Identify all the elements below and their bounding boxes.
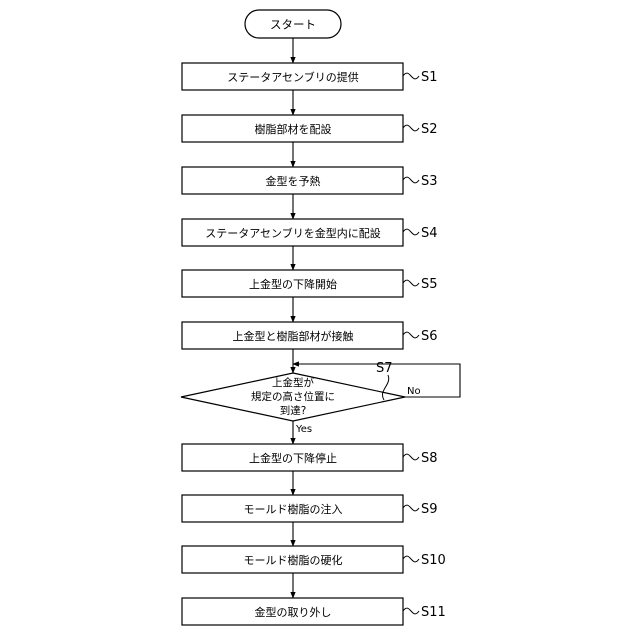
step-s3-leader: [403, 177, 419, 183]
step-s5: 上金型の下降開始 S5: [182, 270, 438, 297]
step-s9: モールド樹脂の注入 S9: [182, 495, 438, 522]
step-s3-label: 金型を予熱: [266, 174, 321, 188]
decision-line-3: 到達?: [280, 405, 307, 417]
step-s5-id: S5: [421, 277, 438, 292]
step-s2-leader: [403, 125, 419, 131]
step-s6: 上金型と樹脂部材が接触 S6: [182, 322, 438, 349]
step-s1-label: ステータアセンブリの提供: [227, 70, 358, 84]
step-s11: 金型の取り外し S11: [182, 598, 446, 625]
step-s2: 樹脂部材を配設 S2: [182, 115, 438, 142]
step-s11-label: 金型の取り外し: [255, 605, 332, 619]
step-s10-label: モールド樹脂の硬化: [244, 553, 343, 567]
step-s6-id: S6: [421, 329, 438, 344]
step-s4-leader: [403, 229, 419, 235]
step-s3-id: S3: [421, 174, 438, 189]
start-label: スタート: [270, 18, 316, 32]
step-s10-leader: [403, 556, 419, 562]
step-s5-leader: [403, 280, 419, 286]
decision-no-label: No: [407, 386, 421, 397]
step-s11-id: S11: [421, 605, 446, 620]
step-s4-id: S4: [421, 226, 438, 241]
decision-line-2: 規定の高さ位置に: [251, 390, 335, 403]
step-s2-label: 樹脂部材を配設: [255, 122, 332, 136]
step-s8-leader: [403, 454, 419, 460]
step-s4: ステータアセンブリを金型内に配設 S4: [182, 219, 438, 246]
decision-line-1: 上金型が: [272, 376, 314, 389]
step-s1-id: S1: [421, 70, 438, 85]
decision-id: S7: [376, 361, 393, 376]
step-s2-id: S2: [421, 122, 438, 137]
step-s9-leader: [403, 505, 419, 511]
step-s9-label: モールド樹脂の注入: [244, 502, 343, 516]
step-s10-id: S10: [421, 553, 446, 568]
step-s6-leader: [403, 332, 419, 338]
step-s6-label: 上金型と樹脂部材が接触: [233, 329, 354, 343]
decision-yes-label: Yes: [295, 424, 312, 435]
step-s1: ステータアセンブリの提供 S1: [182, 63, 438, 90]
decision-s7: 上金型が 規定の高さ位置に 到達? S7 No Yes: [181, 361, 421, 435]
start-terminal: スタート: [245, 10, 341, 38]
step-s8-id: S8: [421, 451, 438, 466]
step-s10: モールド樹脂の硬化 S10: [182, 546, 446, 573]
step-s5-label: 上金型の下降開始: [249, 277, 337, 291]
step-s4-label: ステータアセンブリを金型内に配設: [205, 226, 380, 240]
step-s3: 金型を予熱 S3: [182, 167, 438, 194]
step-s11-leader: [403, 608, 419, 614]
step-s8: 上金型の下降停止 S8: [182, 444, 438, 471]
step-s9-id: S9: [421, 502, 438, 517]
step-s8-label: 上金型の下降停止: [249, 451, 337, 465]
step-s1-leader: [403, 73, 419, 79]
